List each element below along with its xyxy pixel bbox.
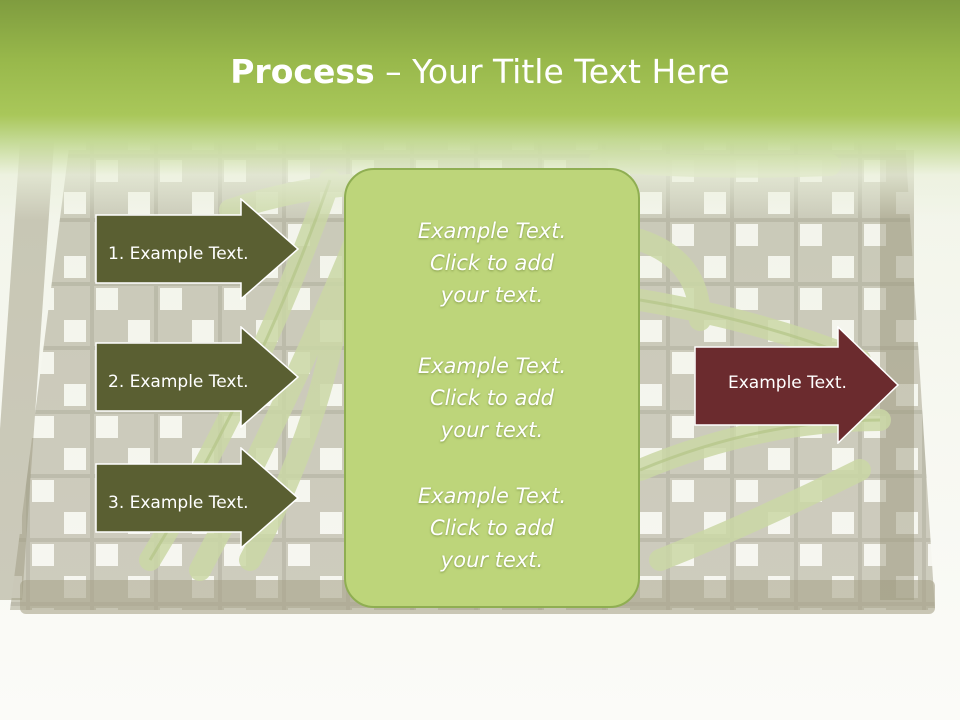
process-arrow-1-label: 1. Example Text. (108, 244, 249, 264)
process-arrow-3[interactable] (95, 447, 300, 549)
center-text-2-line-2: Click to add (429, 386, 554, 410)
title-rest: – Your Title Text Here (374, 52, 730, 91)
center-text-3-line-3: your text. (440, 548, 544, 572)
center-text-3-line-2: Click to add (429, 516, 554, 540)
slide-title: Process – Your Title Text Here (0, 52, 960, 91)
output-arrow[interactable] (694, 326, 900, 444)
center-text-1-line-1: Example Text. (417, 219, 567, 243)
center-text-1-line-3: your text. (440, 283, 544, 307)
output-arrow-label: Example Text. (728, 373, 847, 393)
center-text-2-line-3: your text. (440, 418, 544, 442)
title-bold: Process (230, 52, 375, 91)
center-text-1-line-2: Click to add (429, 251, 554, 275)
center-text-2-line-1: Example Text. (417, 354, 567, 378)
process-arrow-2-label: 2. Example Text. (108, 372, 249, 392)
process-arrow-3-label: 3. Example Text. (108, 493, 249, 513)
center-process-box[interactable]: Example Text. Click to add your text. Ex… (344, 168, 640, 608)
process-arrow-2[interactable] (95, 326, 300, 428)
center-text-block-2[interactable]: Example Text. Click to add your text. (346, 350, 638, 446)
center-text-block-1[interactable]: Example Text. Click to add your text. (346, 215, 638, 311)
center-text-block-3[interactable]: Example Text. Click to add your text. (346, 480, 638, 576)
process-arrow-1[interactable] (95, 198, 300, 300)
center-text-3-line-1: Example Text. (417, 484, 567, 508)
